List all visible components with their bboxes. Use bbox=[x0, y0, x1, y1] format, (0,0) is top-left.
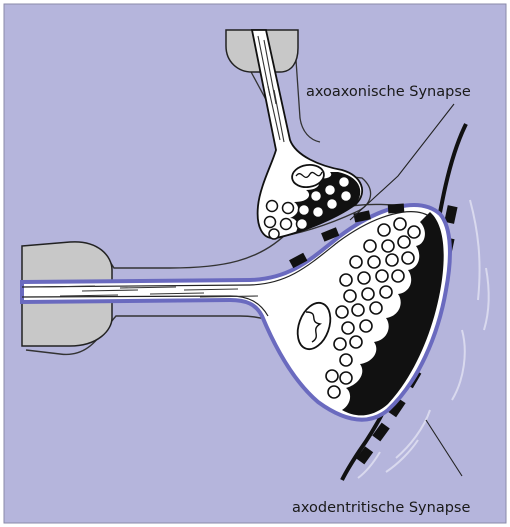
label-axoaxonic-synapse: axoaxonische Synapse bbox=[306, 84, 471, 100]
label-axodendritic-synapse: axodentritische Synapse bbox=[292, 500, 470, 516]
